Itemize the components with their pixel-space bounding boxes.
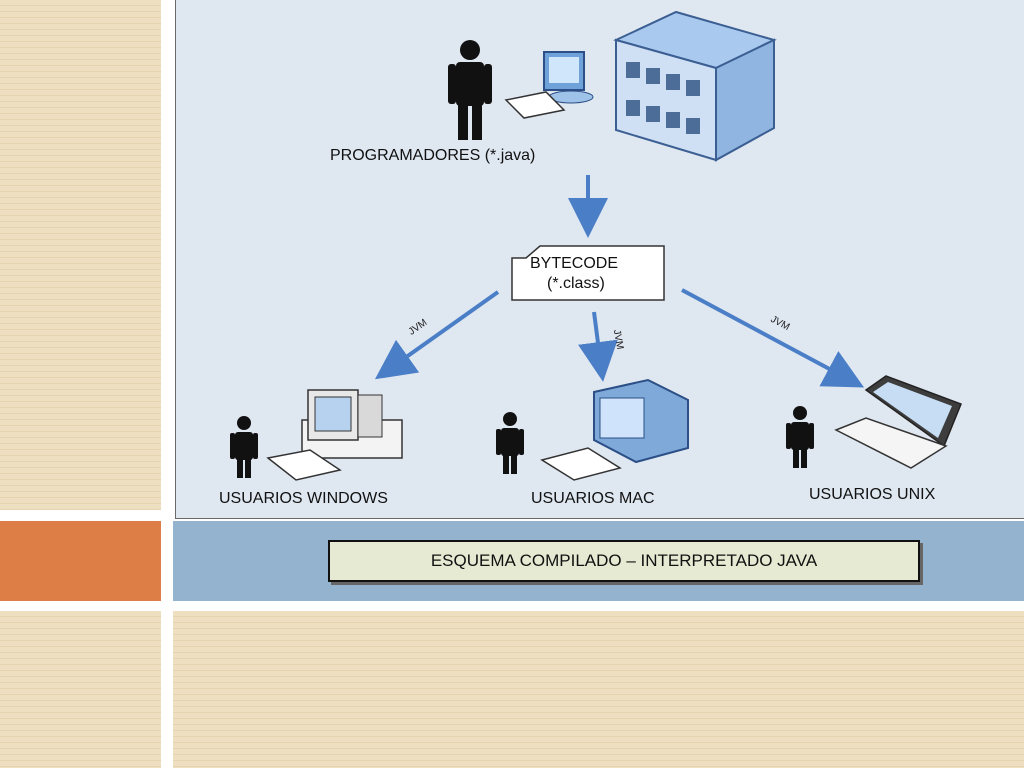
building-icon: [613, 10, 777, 162]
windows-user-person-icon: [230, 416, 258, 478]
unix-users-label: USUARIOS UNIX: [809, 486, 936, 503]
mac-computer-icon: [540, 378, 689, 481]
unix-user-person-icon: [786, 406, 814, 468]
left-decor-bottom: [0, 611, 161, 768]
diagram-panel: PROGRAMADORES (*.java) BYTECODE (*.class…: [175, 0, 1024, 519]
windows-users-label: USUARIOS WINDOWS: [219, 490, 388, 507]
windows-pc-icon: [266, 389, 403, 481]
unix-laptop-icon: [834, 375, 962, 469]
mac-user-person-icon: [496, 412, 524, 474]
mac-users-label: USUARIOS MAC: [531, 490, 655, 507]
left-decor-orange-block: [0, 521, 161, 601]
bytecode-label-line2: (*.class): [547, 275, 605, 292]
bytecode-box: [511, 245, 665, 301]
arrow-to-mac: [578, 311, 618, 382]
bytecode-label-line1: BYTECODE: [530, 255, 619, 272]
bottom-decor-area: [173, 611, 1024, 768]
programmer-computer-icon: [504, 51, 594, 119]
programmers-label: PROGRAMADORES (*.java): [330, 147, 536, 164]
diagram-canvas: [230, 10, 962, 481]
arrow-to-unix: [681, 288, 865, 388]
caption-text: ESQUEMA COMPILADO – INTERPRETADO JAVA: [430, 551, 818, 570]
arrow-to-windows: [374, 290, 500, 380]
caption-box: ESQUEMA COMPILADO – INTERPRETADO JAVA: [328, 540, 920, 582]
programmer-person-icon: [448, 40, 492, 140]
left-decor-top: [0, 0, 161, 510]
